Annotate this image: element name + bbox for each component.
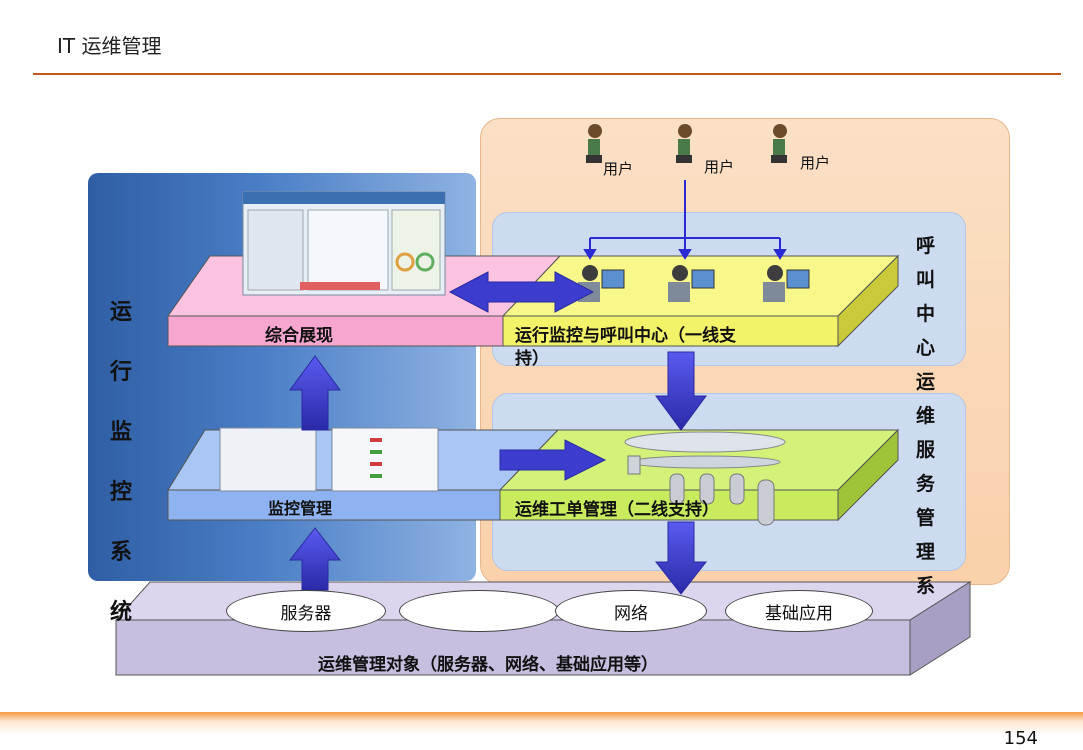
monitoring-thumbnails <box>219 427 439 492</box>
label-char: 控 <box>110 480 133 505</box>
label-char: 理 <box>916 541 936 563</box>
integrated-display-label: 综合展现 <box>265 326 333 346</box>
user-connector-lines <box>583 180 787 260</box>
label-char: 统 <box>110 600 133 625</box>
label-char: 呼 <box>916 235 936 257</box>
label-char: 系 <box>916 575 936 597</box>
label-char: 运 <box>110 300 133 325</box>
title-divider <box>33 73 1061 75</box>
label-char: 中 <box>916 303 936 325</box>
up-arrow-upper <box>289 355 341 431</box>
object-ellipse-server: 服务器 <box>226 590 386 632</box>
monitoring-system-label: 运 行 监 控 系 统 <box>110 302 132 662</box>
page-title: IT 运维管理 <box>57 34 162 58</box>
user-label: 用户 <box>704 158 735 176</box>
down-arrow-lower <box>654 521 708 595</box>
monitoring-mgmt-label: 监控管理 <box>268 499 333 518</box>
managed-objects-label: 运维管理对象（服务器、网络、基础应用等） <box>318 655 658 675</box>
label-char: 务 <box>916 473 936 495</box>
user-label: 用户 <box>603 160 634 178</box>
label-char: 系 <box>110 540 133 565</box>
down-arrow-upper <box>655 351 707 431</box>
call-center-label-line1: 运行监控与呼叫中心（一线支 <box>515 326 736 346</box>
label-char: 叫 <box>916 269 936 291</box>
label-char: 服 <box>916 439 936 461</box>
label-char: 行 <box>110 360 133 385</box>
object-ellipse-base-app: 基础应用 <box>725 590 873 632</box>
label-char: 管 <box>916 507 936 529</box>
user-icons <box>586 124 787 163</box>
double-arrow <box>448 271 595 313</box>
object-ellipse-network: 网络 <box>555 590 707 632</box>
label-char: 心 <box>916 337 936 359</box>
user-label: 用户 <box>800 154 831 172</box>
dashboard-thumbnail <box>242 191 446 296</box>
up-arrow-lower <box>288 527 342 591</box>
object-ellipse-blank <box>399 590 559 632</box>
label-char: 监 <box>110 420 133 445</box>
label-char: 运 <box>916 371 936 393</box>
call-center-label-line2: 持） <box>515 349 549 369</box>
footer-band <box>0 712 1083 750</box>
work-order-label: 运维工单管理（二线支持） <box>515 500 719 520</box>
service-management-system-label: 呼 叫 中 心 运 维 服 务 管 理 系 <box>916 237 935 611</box>
page-number: 154 <box>1003 728 1038 749</box>
right-arrow <box>499 439 607 481</box>
label-char: 维 <box>916 405 936 427</box>
network-topology-icon <box>624 431 786 526</box>
